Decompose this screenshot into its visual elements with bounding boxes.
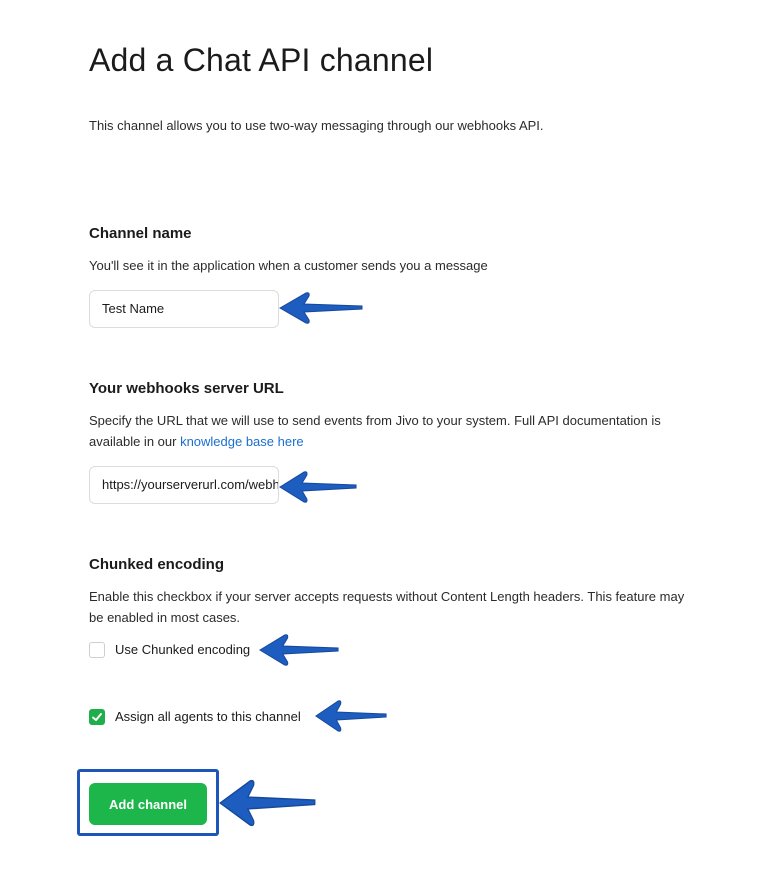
knowledge-base-link[interactable]: knowledge base here: [180, 434, 304, 449]
channel-name-heading: Channel name: [89, 225, 192, 242]
chunked-checkbox[interactable]: [89, 642, 105, 658]
webhook-description: Specify the URL that we will use to send…: [89, 410, 709, 452]
assign-agents-checkbox[interactable]: [89, 709, 105, 725]
annotation-arrow-icon: [279, 292, 363, 324]
chunked-checkbox-label[interactable]: Use Chunked encoding: [115, 642, 251, 657]
channel-name-input[interactable]: Test Name: [89, 290, 279, 328]
add-channel-button[interactable]: Add channel: [89, 783, 207, 825]
page-title: Add a Chat API channel: [89, 42, 434, 78]
annotation-arrow-icon: [259, 634, 339, 666]
chunked-heading: Chunked encoding: [89, 556, 224, 573]
annotation-arrow-icon: [279, 471, 357, 503]
assign-agents-label[interactable]: Assign all agents to this channel: [115, 709, 301, 724]
webhook-description-text: Specify the URL that we will use to send…: [89, 413, 661, 449]
channel-name-description: You'll see it in the application when a …: [89, 258, 488, 273]
checkmark-icon: [92, 713, 102, 721]
webhook-heading: Your webhooks server URL: [89, 380, 284, 397]
webhook-url-input[interactable]: https://yourserverurl.com/webhook: [89, 466, 279, 504]
chunked-description: Enable this checkbox if your server acce…: [89, 589, 685, 625]
annotation-arrow-icon: [219, 779, 316, 827]
page-subtitle: This channel allows you to use two-way m…: [89, 118, 544, 133]
annotation-arrow-icon: [315, 700, 387, 732]
